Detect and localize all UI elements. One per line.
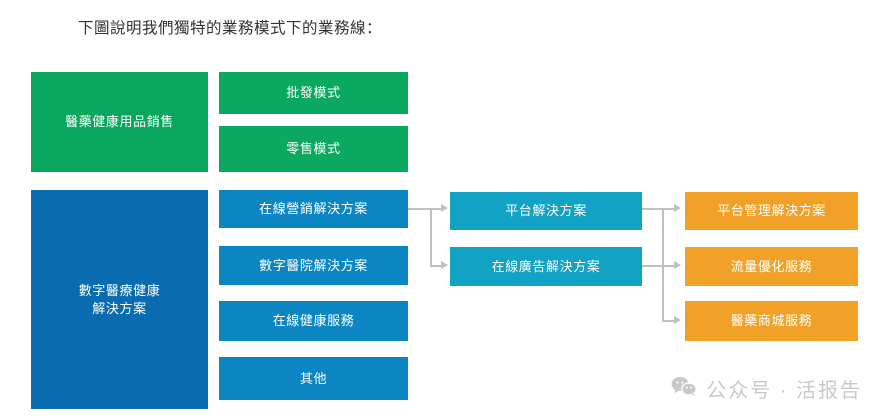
connector-branch-to-online-advertising-solution	[430, 265, 443, 267]
right-box-platform-management-solution: 平台管理解決方案	[685, 192, 858, 230]
group-label-line-1: 數字醫療健康	[78, 282, 161, 298]
mid-box-online-advertising-solution: 在線廣告解決方案	[450, 247, 642, 286]
group-label-line-2: 解決方案	[92, 300, 147, 316]
group-box-pharma-health-products-sales: 醫藥健康用品銷售	[31, 72, 208, 172]
connector-branch-to-platform-solution	[430, 208, 443, 210]
arrow-to-platform-management-solution	[674, 204, 681, 213]
mid-box-platform-solution: 平台解決方案	[450, 192, 642, 230]
connector-branch-to-platform-management-solution	[662, 208, 676, 210]
page-caption: 下圖說明我們獨特的業務模式下的業務線：	[78, 20, 383, 37]
connector-line-marketing-to-trunk	[408, 208, 432, 210]
arrow-to-pharma-mall-service	[674, 316, 681, 325]
sub-box-wholesale-mode: 批發模式	[219, 72, 408, 114]
sub-box-online-health-service: 在線健康服務	[219, 301, 408, 341]
arrow-to-traffic-optimization-service	[674, 261, 681, 270]
watermark: 公众号 · 活报告	[671, 374, 862, 403]
sub-box-online-marketing-solution: 在線營銷解決方案	[219, 190, 408, 228]
group-box-digital-medical-health-solutions: 數字醫療健康 解決方案	[31, 190, 208, 409]
connector-branch-to-pharma-mall-service	[662, 320, 676, 322]
arrow-to-platform-solution	[441, 204, 448, 213]
connector-branch-to-traffic-optimization-service	[662, 265, 676, 267]
connector-line-platform-to-trunk	[642, 208, 664, 210]
watermark-text: 公众号 · 活报告	[706, 380, 862, 402]
connector-trunk-right	[662, 208, 664, 321]
connector-line-advertising-to-trunk	[642, 265, 664, 267]
sub-box-digital-hospital-solution: 數字醫院解決方案	[219, 246, 408, 285]
connector-trunk-left	[430, 208, 432, 266]
right-box-pharma-mall-service: 醫藥商城服務	[685, 301, 858, 341]
sub-box-retail-mode: 零售模式	[219, 126, 408, 172]
right-box-traffic-optimization-service: 流量優化服務	[685, 247, 858, 286]
wechat-icon	[671, 376, 698, 402]
sub-box-other: 其他	[219, 357, 408, 400]
arrow-to-online-advertising-solution	[441, 261, 448, 270]
